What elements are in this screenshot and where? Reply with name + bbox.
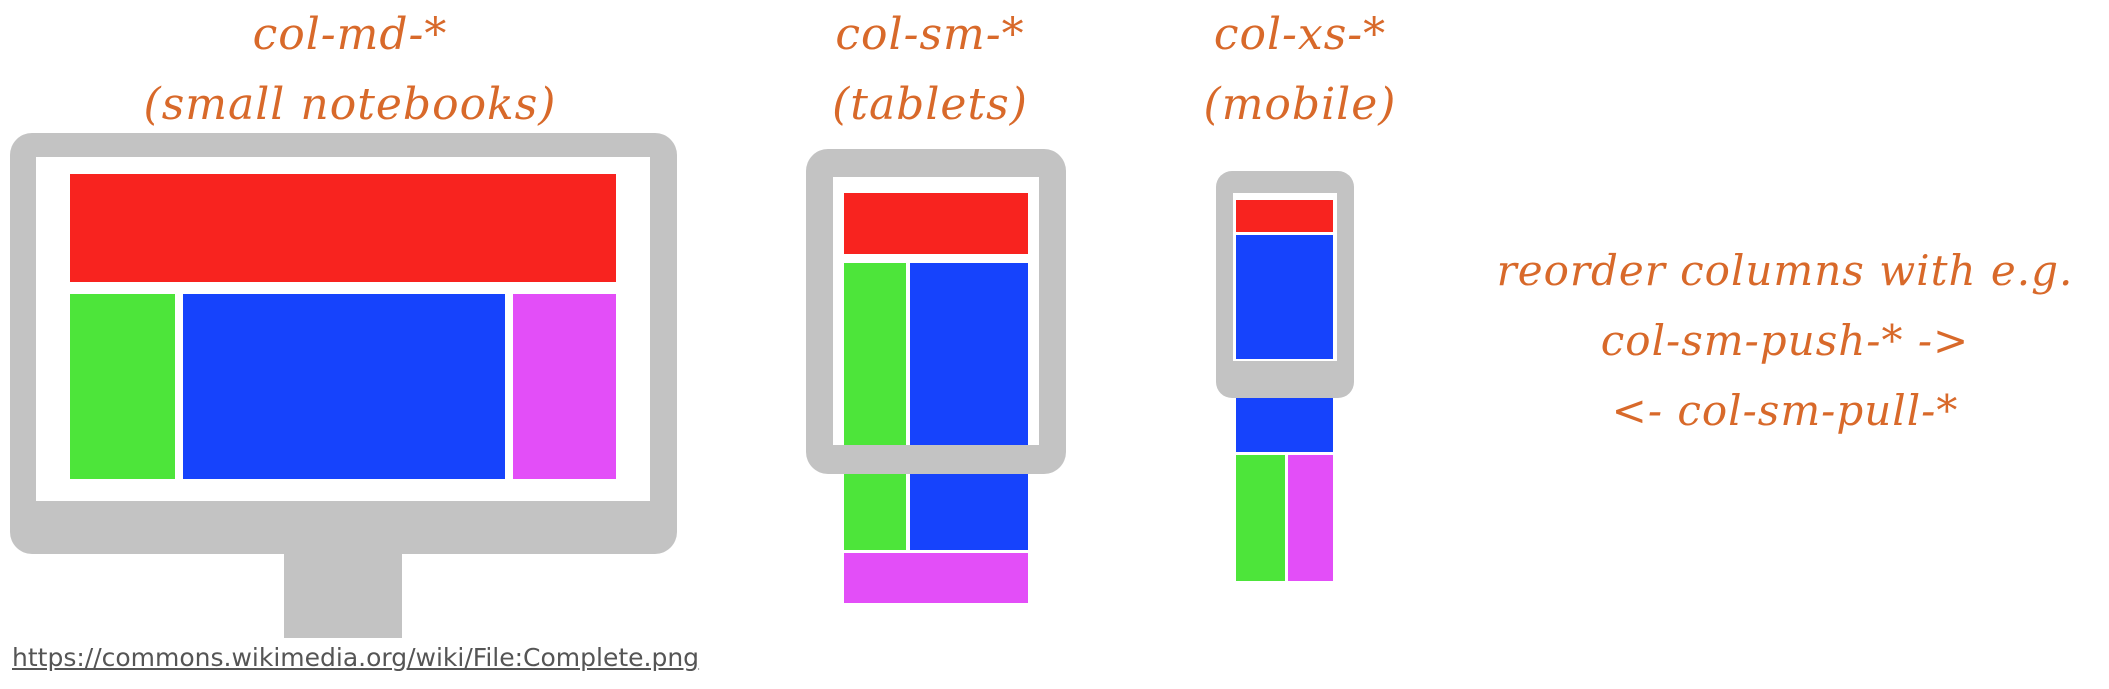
sm-label: col-sm-* (tablets) (780, 0, 1080, 140)
sm-label-device: (tablets) (832, 79, 1028, 130)
monitor-stand (284, 550, 402, 638)
tablet-overflow-blue (910, 468, 1028, 550)
tablet-main-column (910, 263, 1028, 445)
tablet-header-block (844, 193, 1028, 254)
desktop-right-column (513, 294, 616, 479)
md-label-class: col-md-* (252, 9, 448, 60)
mobile-overflow-green (1236, 455, 1285, 581)
xs-label-device: (mobile) (1203, 79, 1397, 130)
reorder-note: reorder columns with e.g. col-sm-push-* … (1470, 236, 2100, 446)
mobile-main-column (1236, 235, 1333, 359)
desktop-header-block (70, 174, 616, 282)
mobile-overflow-magenta (1288, 455, 1333, 581)
reorder-note-line1: reorder columns with e.g. (1496, 246, 2074, 295)
mobile-header-block (1236, 200, 1333, 232)
md-label: col-md-* (small notebooks) (100, 0, 600, 140)
xs-label: col-xs-* (mobile) (1150, 0, 1450, 140)
reorder-note-line3: <- col-sm-pull-* (1611, 386, 1959, 435)
tablet-overflow-green (844, 468, 906, 550)
md-label-device: (small notebooks) (143, 79, 557, 130)
tablet-left-column (844, 263, 906, 445)
mobile-overflow-blue (1236, 392, 1333, 452)
reorder-note-line2: col-sm-push-* -> (1600, 316, 1970, 365)
sm-label-class: col-sm-* (835, 9, 1025, 60)
xs-label-class: col-xs-* (1213, 9, 1387, 60)
tablet-overflow-magenta (844, 553, 1028, 603)
desktop-main-column (183, 294, 505, 479)
desktop-left-column (70, 294, 175, 479)
source-link[interactable]: https://commons.wikimedia.org/wiki/File:… (12, 643, 700, 672)
